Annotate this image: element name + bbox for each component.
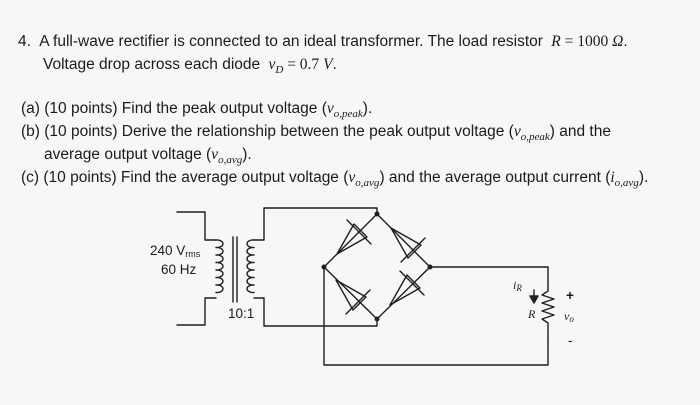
resistor-label: R	[527, 307, 536, 321]
primary-wire-top	[176, 211, 217, 241]
secondary-wire-bottom	[253, 297, 378, 327]
part-c: (c) (10 points) Find the average output …	[21, 169, 649, 190]
source-frequency-label: 60 Hz	[161, 262, 197, 277]
problem-line-1-text: A full-wave rectifier is connected to an…	[39, 33, 543, 50]
source-voltage-label: 240 Vrms	[150, 243, 201, 259]
diode-d1	[323, 213, 378, 268]
diode-d4	[376, 266, 431, 320]
bridge-right-wire	[429, 266, 549, 284]
output-plus-sign: +	[566, 288, 574, 303]
current-label: iR	[513, 278, 522, 293]
bridge-left-wire	[323, 266, 549, 366]
current-arrow-head	[529, 295, 539, 304]
output-minus-sign: -	[568, 333, 573, 348]
primary-coil	[215, 239, 224, 294]
part-b: (b) (10 points) Derive the relationship …	[21, 123, 611, 144]
primary-wire-bottom	[176, 297, 217, 326]
problem-number: 4.	[18, 33, 31, 50]
problem-line-1: 4. A full-wave rectifier is connected to…	[18, 33, 628, 50]
secondary-coil	[246, 239, 255, 294]
resistor-equation: R = 1000 Ω	[551, 33, 624, 50]
diode-d3	[323, 266, 378, 320]
diode-drop-equation: vD = 0.7 V	[268, 56, 333, 77]
output-voltage-label: vo	[564, 309, 574, 324]
load-resistor	[541, 282, 555, 343]
problem-line-2-text: Voltage drop across each diode	[43, 56, 261, 73]
part-b-continuation: average output voltage (vo,avg).	[44, 146, 252, 167]
diode-d2	[376, 213, 431, 268]
turns-ratio-label: 10:1	[228, 306, 254, 321]
problem-line-2: Voltage drop across each diode vD = 0.7 …	[43, 56, 337, 77]
secondary-wire-top	[253, 207, 378, 241]
part-a: (a) (10 points) Find the peak output vol…	[21, 100, 373, 121]
